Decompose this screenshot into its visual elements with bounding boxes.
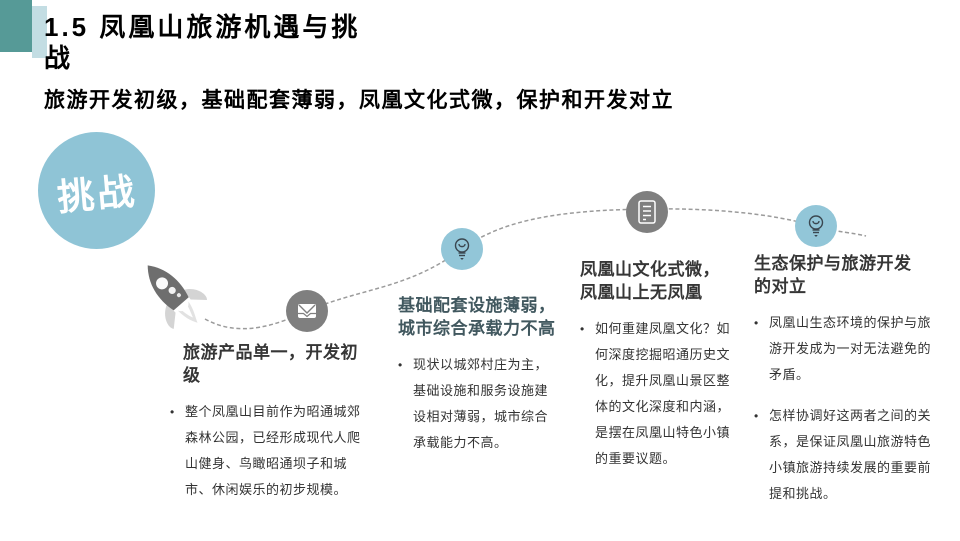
bullet-text: 整个凤凰山目前作为昭通城郊森林公园，已经形成现代人爬山健身、鸟瞰昭通坝子和城市、… bbox=[185, 404, 361, 497]
page-title-line1: 1.5 凤凰山旅游机遇与挑 bbox=[44, 12, 361, 42]
accent-bar-light bbox=[32, 6, 47, 58]
document-icon bbox=[638, 200, 656, 224]
bullet-text: 怎样协调好这两者之间的关系，是保证凤凰山旅游特色小镇旅游持续发展的重要前提和挑战… bbox=[769, 408, 932, 501]
milestone-4-heading: 生态保护与旅游开发的对立 bbox=[754, 254, 912, 296]
milestone-1-heading: 旅游产品单一，开发初级 bbox=[183, 343, 358, 385]
bullet-text: 现状以城郊村庄为主，基础设施和服务设施建设相对薄弱，城市综合承载能力不高。 bbox=[413, 357, 549, 450]
milestone-2-node bbox=[441, 228, 483, 270]
bullet-marker: • bbox=[754, 409, 759, 423]
page-title: 1.5 凤凰山旅游机遇与挑 战 bbox=[44, 12, 360, 74]
list-item: • 整个凤凰山目前作为昭通城郊森林公园，已经形成现代人爬山健身、鸟瞰昭通坝子和城… bbox=[168, 399, 373, 503]
accent-bar-dark bbox=[0, 0, 32, 52]
list-item: • 凤凰山生态环境的保护与旅游开发成为一对无法避免的矛盾。 bbox=[752, 310, 940, 388]
milestone-2-heading: 基础配套设施薄弱，城市综合承载力不高 bbox=[398, 296, 556, 338]
milestone-1-text: 旅游产品单一，开发初级 • 整个凤凰山目前作为昭通城郊森林公园，已经形成现代人爬… bbox=[168, 341, 373, 503]
milestone-4-text: 生态保护与旅游开发的对立 • 凤凰山生态环境的保护与旅游开发成为一对无法避免的矛… bbox=[752, 252, 940, 507]
bullet-marker: • bbox=[580, 322, 585, 336]
slide-subtitle: 旅游开发初级，基础配套薄弱，凤凰文化式微，保护和开发对立 bbox=[44, 89, 674, 112]
bullet-marker: • bbox=[754, 316, 759, 330]
list-item: • 现状以城郊村庄为主，基础设施和服务设施建设相对薄弱，城市综合承载能力不高。 bbox=[396, 352, 556, 456]
mail-icon bbox=[298, 304, 316, 318]
milestone-3-heading: 凤凰山文化式微，凤凰山上无凤凰 bbox=[580, 260, 720, 302]
bullet-text: 如何重建凤凰文化？如何深度挖掘昭通历史文化，提升凤凰山景区整体的文化深度和内涵，… bbox=[595, 321, 731, 466]
milestone-4-node bbox=[795, 205, 837, 247]
milestone-3-node bbox=[626, 191, 668, 233]
bullet-text: 凤凰山生态环境的保护与旅游开发成为一对无法避免的矛盾。 bbox=[769, 315, 932, 382]
bullet-marker: • bbox=[170, 405, 175, 419]
list-item: • 怎样协调好这两者之间的关系，是保证凤凰山旅游特色小镇旅游持续发展的重要前提和… bbox=[752, 403, 940, 507]
rocket-icon bbox=[147, 265, 207, 329]
challenge-badge: 挑战 bbox=[38, 132, 155, 249]
milestone-1-node bbox=[286, 290, 328, 332]
milestone-3-text: 凤凰山文化式微，凤凰山上无凤凰 • 如何重建凤凰文化？如何深度挖掘昭通历史文化，… bbox=[578, 258, 746, 472]
lightbulb-icon bbox=[808, 215, 824, 237]
bullet-marker: • bbox=[398, 358, 403, 372]
list-item: • 如何重建凤凰文化？如何深度挖掘昭通历史文化，提升凤凰山景区整体的文化深度和内… bbox=[578, 316, 746, 472]
lightbulb-icon bbox=[454, 238, 470, 260]
milestone-2-text: 基础配套设施薄弱，城市综合承载力不高 • 现状以城郊村庄为主，基础设施和服务设施… bbox=[396, 294, 556, 456]
page-title-line2: 战 bbox=[44, 43, 74, 73]
